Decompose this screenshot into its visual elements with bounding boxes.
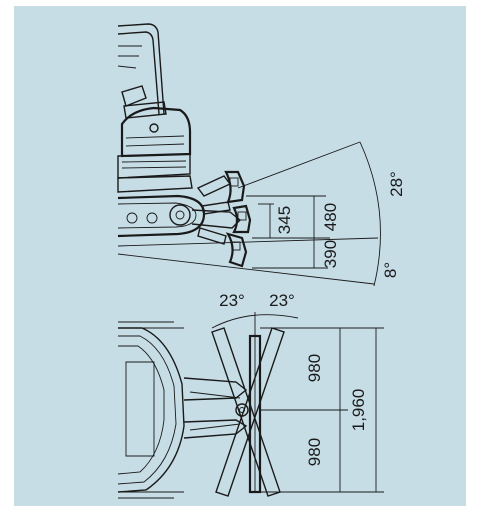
machine-outline-inner <box>117 335 177 485</box>
upper-body <box>117 153 191 179</box>
blade-mid <box>232 204 252 234</box>
track-edges <box>118 327 184 493</box>
seat-base <box>123 101 167 119</box>
angle-right-label: 23° <box>269 291 295 310</box>
blade-angled-right <box>215 327 285 497</box>
dim-390-label: 390 <box>321 240 340 268</box>
cab-outline <box>117 345 165 475</box>
roller <box>146 212 158 224</box>
canopy-frame <box>117 23 165 115</box>
dim-345-label: 345 <box>275 206 294 234</box>
blade-mid-mark <box>237 211 247 221</box>
control-lever <box>121 85 147 107</box>
top-blade-arm-lower <box>183 419 248 439</box>
blade-dimension-diagram: 345 480 390 28° 8° 23° 23° <box>14 6 466 506</box>
lower-angle-line <box>117 253 375 285</box>
canopy-frame-inner <box>117 31 160 115</box>
angle-left-label: 23° <box>219 291 245 310</box>
top-angle-arc <box>211 314 299 329</box>
blade-raised <box>224 170 246 204</box>
machine-outline-top <box>117 327 185 493</box>
blade-raised-mark <box>229 177 239 187</box>
blade-lowered <box>225 232 248 268</box>
top-arm-lines <box>189 391 241 431</box>
engine-hood <box>120 106 192 158</box>
diagram-panel: 345 480 390 28° 8° 23° 23° <box>14 6 466 506</box>
dim-980-lower-label: 980 <box>305 438 324 466</box>
angle-arc <box>359 141 381 287</box>
roller <box>126 212 138 224</box>
dim-980-upper-label: 980 <box>305 354 324 382</box>
track-inner <box>117 202 197 229</box>
dim-1960-label: 1,960 <box>349 389 368 432</box>
ground-line <box>117 237 379 247</box>
top-blade-arm-upper <box>183 377 248 401</box>
idler-wheel <box>169 204 191 226</box>
track-outer-edges <box>118 321 174 499</box>
angle-down-label: 8° <box>381 262 400 278</box>
angle-up-label: 28° <box>387 171 406 197</box>
hood-bolt <box>149 123 159 133</box>
swing-frame <box>117 175 193 193</box>
blade-cylinder-lowered <box>197 227 227 245</box>
seat-outline <box>125 361 155 457</box>
body-lines <box>121 160 187 169</box>
seat-lines <box>117 45 142 69</box>
blade-cylinder-mid <box>201 201 231 215</box>
top-view: 23° 23° 980 980 1,960 <box>117 291 384 499</box>
hood-lines <box>125 135 185 147</box>
idler-hub <box>175 210 185 220</box>
dim-480-label: 480 <box>321 203 340 231</box>
side-view: 345 480 390 28° 8° <box>117 23 406 287</box>
upper-angle-line <box>237 141 361 189</box>
